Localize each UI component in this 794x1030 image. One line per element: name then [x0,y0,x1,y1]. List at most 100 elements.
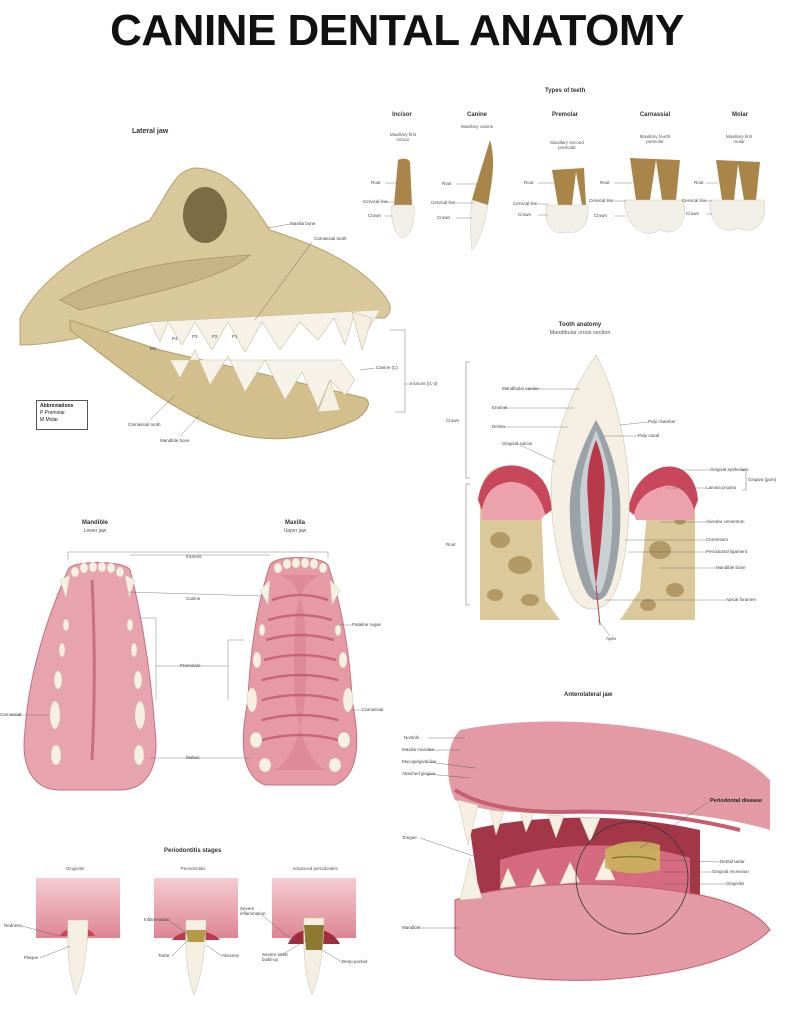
abbreviations-box: Abbreviations P Premolar M Molar [36,400,88,430]
label-attached-gingiva: Attached gingiva [402,771,436,776]
label-molar-root: Root [694,180,704,185]
label-canine-jaw: Canine [186,596,201,601]
anterolateral-jaw-title: Anterolateral jaw [564,692,613,698]
label-pulp-chamber: Pulp chamber [648,419,676,424]
stage-advanced-periodontitis: Advanced periodontitis [292,866,338,871]
label-canine-cervical: Cervical line [431,200,456,205]
stage-periodontitis: Periodontitis [180,866,206,871]
label-molars-jaw: Molars [186,755,200,760]
label-carnassial-maxilla: Carnassial [362,707,384,712]
label-mucogingival-line: Mucogingival line [402,759,437,764]
label-carnassial-crown: Crown [594,213,608,218]
label-incisors-jaw: Incisors [186,554,202,559]
label-canine-c: Canine (C) [376,365,398,370]
tooth-sub-canine: Maxillary canine [460,124,494,129]
label-maxilla-muscles: Maxilla muscles [402,747,434,752]
label-premolar-crown: Crown [518,212,532,217]
label-plaque: Plaque [24,955,39,960]
label-carnassial-upper: Carnassial tooth [314,236,347,241]
abbr-molar: M Molar [40,417,59,423]
label-periodontal-disease: Periodontal disease [710,798,762,804]
label-molar-crown: Crown [686,211,700,216]
tooth-anatomy-title: Tooth anatomy [558,322,602,328]
label-pulp-canal: Pulp canal [638,433,660,438]
label-m1: M1 [150,346,157,351]
label-carnassial-lower: Carnassial tooth [128,422,161,427]
label-root: Root [446,542,456,547]
label-gingival-epithelium: Gingival epithelium [710,467,749,472]
label-severe-inflammation: Severe inflammation [240,906,266,916]
label-tartar: Tartar [158,953,170,958]
label-mandible-bone-anatomy: Mandible bone [716,565,746,570]
label-incisor-root: Root [371,180,381,185]
poster-title: CANINE DENTAL ANATOMY [110,6,684,55]
label-p1: P1 [232,334,238,339]
label-molar-cervical: Cervical line [682,198,707,203]
label-p4: P4 [172,336,178,341]
label-carnassial-root: Root [600,180,610,185]
mandible-title: Mandible [81,520,108,526]
label-incisors: Incisors (I1-3) [410,381,438,386]
label-apical-foramen: Apical foramen [726,597,757,602]
label-mandibular-canine: Mandibular canine [502,386,539,391]
label-gingiva: Gingiva (gum) [748,477,777,482]
label-p3: P3 [192,334,198,339]
label-premolar-root: Root [524,180,534,185]
label-redness: Redness [4,923,22,928]
lateral-jaw-title: Lateral jaw [132,128,169,135]
label-apex: Apex [606,636,617,641]
mandible-subtitle: Lower jaw [83,528,107,534]
label-mandible-bone: Mandible bone [160,438,190,443]
maxilla-subtitle: Upper jaw [283,528,307,534]
tooth-type-premolar: Premolar [551,112,578,118]
maxilla-title: Maxilla [284,520,305,526]
label-incisor-crown: Crown [368,213,382,218]
label-enamel: Enamel [492,405,508,410]
label-premolar-cervical: Cervical line [513,201,538,206]
abbr-premolar: P Premolar [40,410,65,416]
tooth-sub-carnassial: Maxillary fourth premolar [639,134,671,144]
label-incisor-cervical: Cervical line [363,199,388,204]
label-crown: Crown [446,418,460,423]
label-gingival-recession: Gingival recession [712,869,749,874]
tooth-sub-molar: Maxillary first molar [725,134,753,144]
label-dental-tartar: Dental tartar [720,859,745,864]
label-lamina-propria: Lamina propria [706,485,737,490]
tooth-anatomy-subtitle: Mandibular cross section [549,330,611,336]
tooth-sub-premolar: Maxillary second premolar [550,140,584,150]
label-gingivitis: Gingivitis [726,881,745,886]
tooth-sub-incisor: Maxillary first incisor [389,132,417,142]
label-alveolar-cementum: Alveolar cementum [706,519,745,524]
label-maxilla-bone: Maxilla bone [290,221,316,226]
label-gingival-sulcus: Gingival sulcus [502,441,533,446]
label-mandible-anterolateral: Mandible [402,925,421,930]
label-canine-root: Root [442,181,452,186]
tooth-type-canine: Canine [466,112,487,118]
tooth-type-incisor: Incisor [392,112,412,118]
stage-gingivitis: Gingivitis [65,866,85,871]
label-inflammation: Inflammation [144,917,170,922]
label-nostrils: Nostrils [404,735,420,740]
label-canine-crown: Crown [437,215,451,220]
abbr-title: Abbreviations [40,403,74,409]
types-of-teeth-title: Types of teeth [545,88,586,94]
label-severe-tartar: Severe tartar build-up [262,952,289,962]
label-deep-pocket: Deep pocket [342,959,368,964]
tooth-type-molar: Molar [731,112,748,118]
label-palatine-rugae: Palatine rugae [352,622,382,627]
label-tongue: Tongue [402,835,417,840]
label-cementum: Cementum [706,537,729,542]
label-carnassial-mandible: Carnassial [0,712,22,717]
label-periodontal-ligament: Periodontal ligament [706,549,748,554]
label-premolars-jaw: Premolars [180,663,201,668]
label-dentin: Dentin [492,424,506,429]
tooth-type-carnassial: Carnassial [639,112,671,118]
label-carnassial-cervical: Cervical line [589,198,614,203]
label-p2: P2 [212,334,218,339]
label-abscess: Abscess [222,953,240,958]
